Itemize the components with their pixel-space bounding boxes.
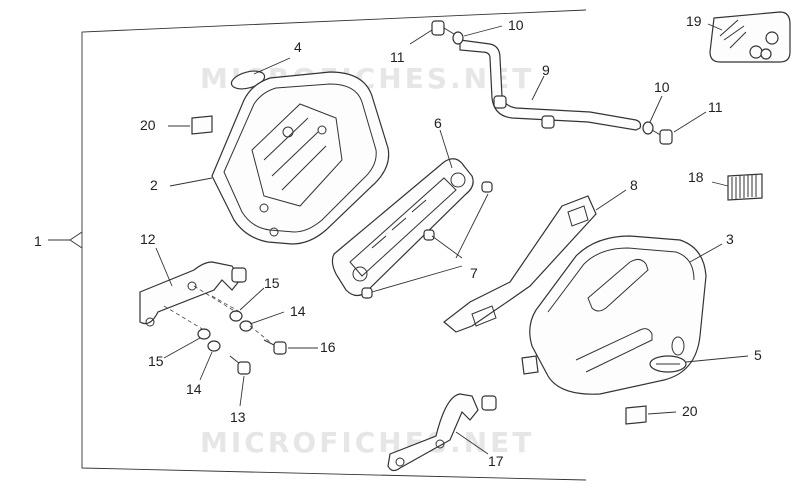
- callout-7: 7: [470, 265, 478, 281]
- callout-9: 9: [542, 62, 550, 78]
- part-11-screw-top: [431, 20, 455, 36]
- callout-labels: 1 2 3 4 5 6 7 8 9 10 10 11 11 12 13 14 1…: [34, 13, 762, 469]
- callout-15-lower: 15: [148, 353, 164, 369]
- part-11-screw-right: [651, 129, 673, 145]
- part-17-bracket: [387, 393, 497, 472]
- callout-10-top: 10: [508, 17, 524, 33]
- callout-2: 2: [150, 177, 158, 193]
- part-13-bolt: [229, 355, 251, 375]
- part-10-washer-top: [452, 31, 464, 45]
- callout-14-upper: 14: [290, 303, 306, 319]
- part-12-bracket: [139, 261, 247, 327]
- callout-12: 12: [140, 231, 156, 247]
- part-6-mounting-plate: [331, 158, 474, 297]
- callout-5: 5: [754, 347, 762, 363]
- callout-10-right: 10: [654, 79, 670, 95]
- callout-3: 3: [726, 231, 734, 247]
- callout-19: 19: [686, 13, 702, 29]
- part-18-striped-label: [727, 173, 763, 201]
- part-8-strap: [443, 195, 597, 333]
- callout-8: 8: [630, 177, 638, 193]
- callout-6: 6: [434, 115, 442, 131]
- callout-15-upper: 15: [264, 275, 280, 291]
- alignment-lines: [163, 285, 271, 343]
- part-14-washer-upper: [239, 320, 253, 332]
- callout-1: 1: [34, 233, 42, 249]
- part-9-rail: [459, 39, 642, 131]
- part-7-spacers: [361, 181, 493, 299]
- part-20-sticker-right: [625, 405, 647, 425]
- part-14-washer-lower: [207, 340, 221, 352]
- part-19-key-set: [709, 11, 791, 63]
- assembly-bracket: [48, 9, 587, 481]
- callout-13: 13: [230, 409, 246, 425]
- callout-11-top: 11: [390, 49, 405, 65]
- callout-14-lower: 14: [186, 381, 202, 397]
- part-16-bolt: [263, 339, 287, 355]
- callout-20-right: 20: [682, 403, 698, 419]
- leader-lines: [155, 23, 749, 455]
- callout-18: 18: [688, 169, 704, 185]
- part-3-pannier-shell: [521, 235, 707, 395]
- watermark-bottom: MICROFICHES.NET: [200, 426, 534, 459]
- part-15-washer-lower: [197, 328, 211, 340]
- part-15-washer-upper: [229, 310, 243, 322]
- callout-20-left: 20: [140, 117, 156, 133]
- callout-11-right: 11: [708, 99, 723, 115]
- part-10-washer-right: [642, 121, 654, 135]
- part-5-logo-badge: [649, 355, 687, 373]
- callout-16: 16: [320, 339, 336, 355]
- part-20-sticker-left: [191, 115, 213, 135]
- callout-4: 4: [294, 39, 302, 55]
- callout-17: 17: [488, 453, 504, 469]
- part-2-pannier-frame: [211, 71, 390, 245]
